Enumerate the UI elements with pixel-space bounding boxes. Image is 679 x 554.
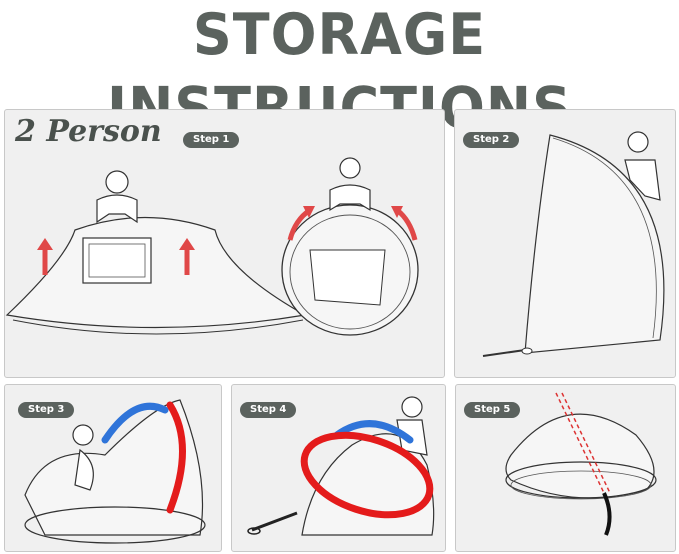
- step-3-panel: Step 3: [4, 384, 222, 552]
- step-3-illustration: [24, 399, 206, 544]
- step-5-badge: Step 5: [464, 402, 521, 418]
- step-4-badge: Step 4: [240, 402, 297, 418]
- step-1-panel: 2 Person Step 1: [4, 109, 445, 378]
- step-5-panel: Step 5: [455, 384, 676, 552]
- step-1-illustration: [5, 157, 419, 336]
- two-person-label: 2 Person: [15, 114, 162, 149]
- step-2-illustration: [482, 131, 665, 357]
- step-4-panel: Step 4: [231, 384, 446, 552]
- step-3-badge: Step 3: [18, 402, 75, 418]
- step-2-panel: Step 2: [454, 109, 676, 378]
- page-title: STORAGE INSTRUCTIONS: [107, 1, 572, 142]
- step-2-badge: Step 2: [463, 132, 520, 148]
- step-4-illustration: [247, 396, 435, 536]
- step-1-badge: Step 1: [183, 132, 240, 148]
- step-5-illustration: [505, 392, 657, 536]
